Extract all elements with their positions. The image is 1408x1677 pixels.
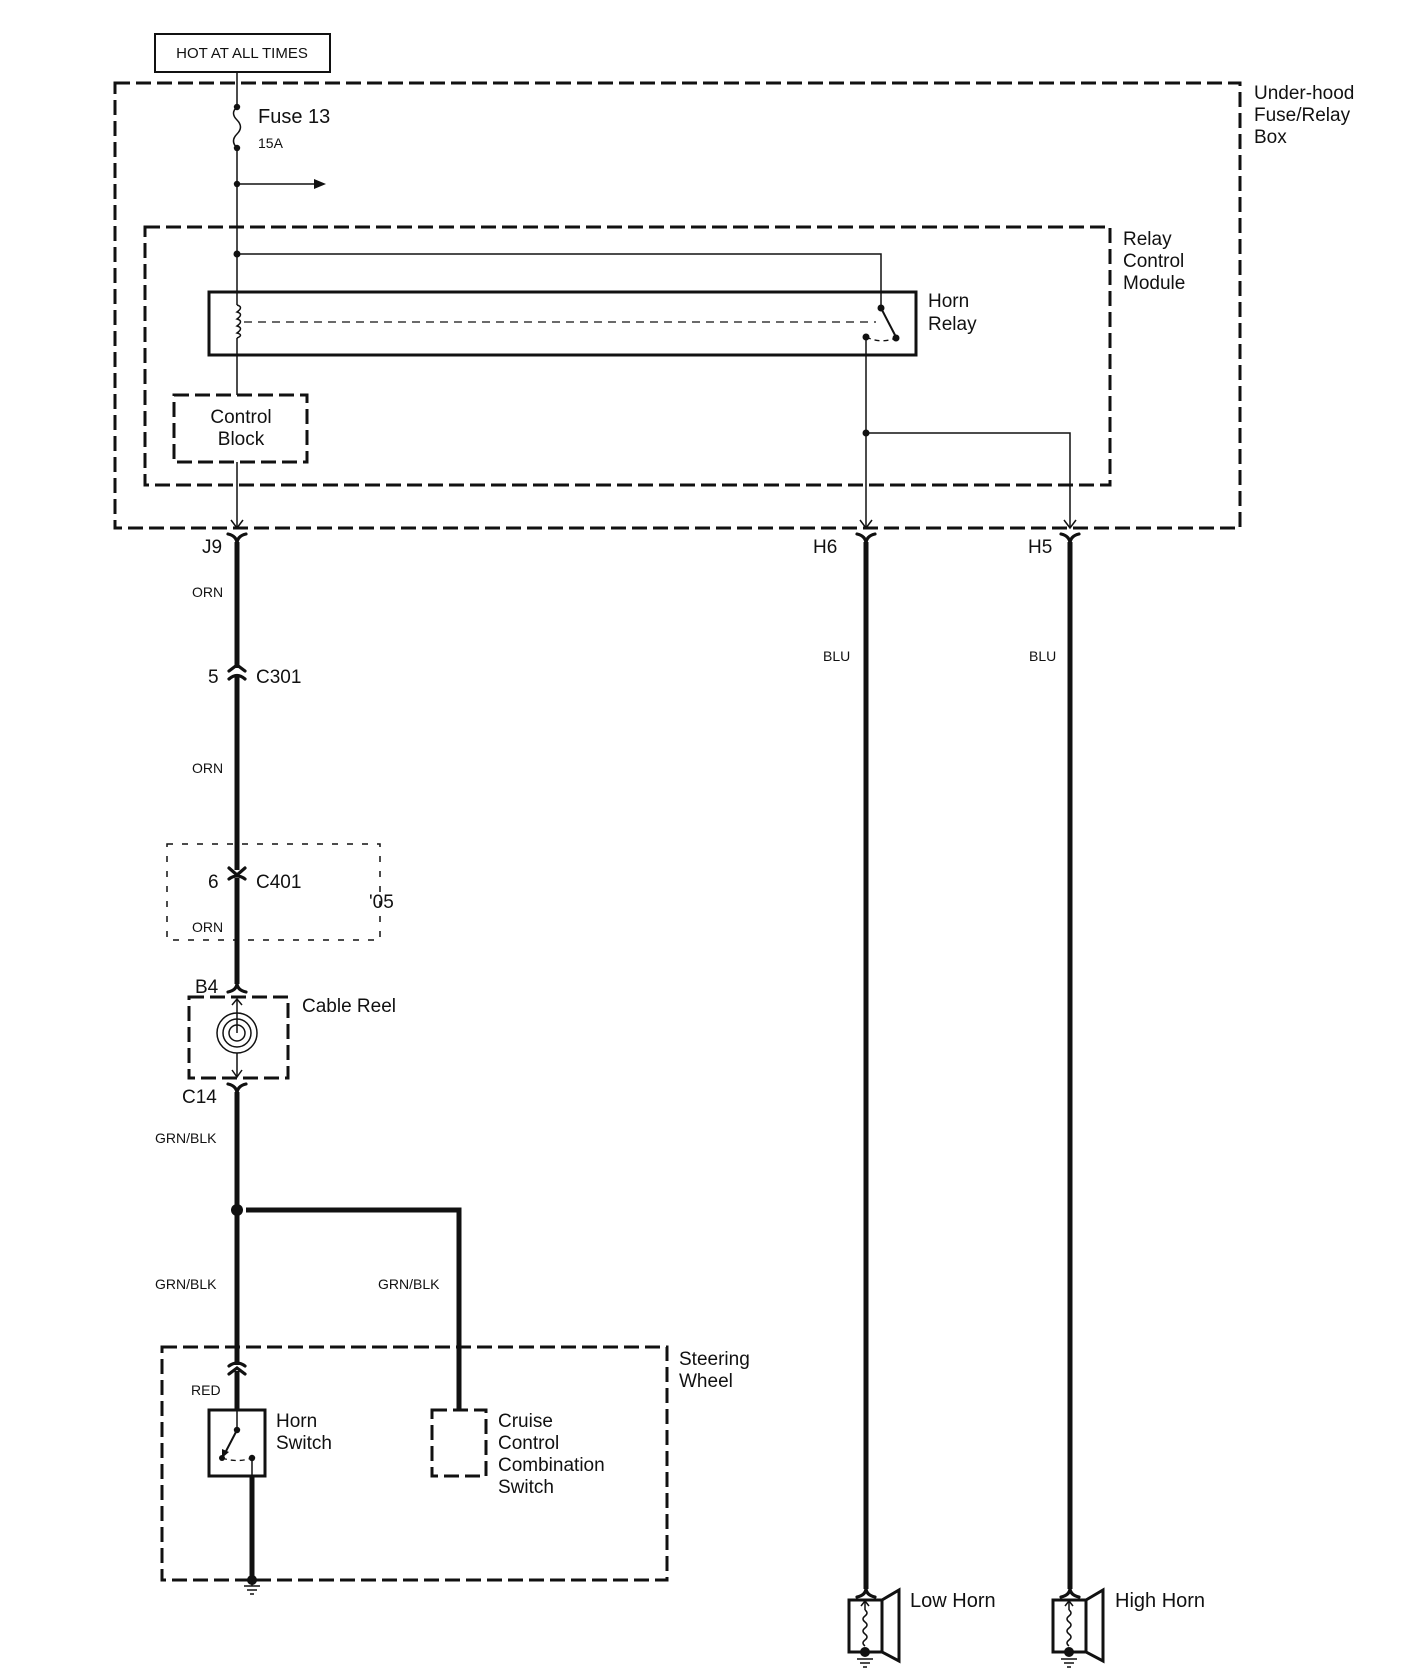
connector-c401-icon: [227, 866, 247, 881]
relay-to-h5-wire: [866, 432, 1071, 527]
horn-switch-label-line-2: Switch: [276, 1433, 332, 1454]
supply-label-box: HOT AT ALL TIMES: [154, 33, 331, 73]
model-year-note: '05: [369, 892, 394, 913]
horn-switch-label-line-1: Horn: [276, 1411, 317, 1432]
wire-color-label: ORN: [192, 584, 223, 600]
connector-h5-label: H5: [1028, 537, 1052, 558]
low-horn-label: Low Horn: [910, 1590, 996, 1612]
underhood-fuse-relay-box: [113, 81, 1242, 530]
ground-icon: [857, 1658, 873, 1668]
connector-b4-label: B4: [195, 977, 219, 998]
relay-control-module: [143, 225, 1112, 487]
horn-relay-label-line-1: Horn: [928, 291, 969, 312]
ground-icon: [244, 1580, 260, 1595]
wire-color-label: BLU: [823, 648, 850, 664]
low-horn-bell-icon: [880, 1587, 901, 1664]
cable-reel-spiral-icon: [216, 997, 258, 1079]
cruise-label-line-3: Combination: [498, 1455, 605, 1476]
connector-c401-label: C401: [256, 872, 301, 893]
wire-junction-cruise: [246, 1207, 462, 1410]
horn-relay: [207, 290, 918, 357]
underhood-label-line-1: Under-hood: [1254, 83, 1354, 104]
rcm-label-line-3: Module: [1123, 273, 1185, 294]
fuse-name: Fuse 13: [258, 106, 330, 128]
supply-label: HOT AT ALL TIMES: [176, 45, 308, 62]
cruise-label-line-4: Switch: [498, 1477, 554, 1498]
low-horn: [847, 1587, 901, 1668]
relay-contact-feed-wire: [237, 253, 882, 308]
wire-color-label: ORN: [192, 760, 223, 776]
connector-c301-icon: [227, 663, 247, 681]
fuse-icon: [232, 106, 242, 149]
wire-color-label: GRN/BLK: [155, 1276, 217, 1292]
underhood-label-line-3: Box: [1254, 127, 1287, 148]
wire-color-label: GRN/BLK: [378, 1276, 440, 1292]
control-block-label-line-2: Block: [218, 429, 265, 450]
connector-h6-label: H6: [813, 537, 837, 558]
cable-reel: [187, 995, 290, 1080]
ground-point: [1064, 1647, 1074, 1657]
arrow-down-icon: [859, 519, 873, 530]
rcm-label-line-2: Control: [1123, 251, 1184, 272]
cruise-control-combination-switch: [430, 1408, 488, 1478]
control-block: [172, 393, 309, 464]
ground-icon: [1061, 1658, 1077, 1668]
horn-relay-label-line-2: Relay: [928, 314, 977, 335]
relay-coil-icon: [235, 304, 242, 339]
high-horn-bell-icon: [1084, 1587, 1105, 1664]
connector-high-horn-icon: [1059, 1586, 1081, 1599]
high-horn-label: High Horn: [1115, 1590, 1205, 1612]
horn-switch-contact-icon: [219, 1410, 256, 1476]
control-block-label-line-1: Control: [210, 407, 271, 428]
connector-low-horn-icon: [855, 1586, 877, 1599]
connector-j9-label: J9: [202, 537, 222, 558]
arrow-down-icon: [1063, 519, 1077, 530]
arrow-right-icon: [314, 179, 326, 189]
supply-box-frame: [154, 33, 331, 73]
wire-color-label: ORN: [192, 919, 223, 935]
model-year-option-box: [166, 843, 381, 941]
underhood-label-line-2: Fuse/Relay: [1254, 105, 1351, 126]
connector-c301-pin: 5: [208, 667, 219, 688]
steering-wheel-label-line-1: Steering: [679, 1349, 750, 1370]
connector-b4-icon: [226, 981, 248, 994]
cruise-label-line-1: Cruise: [498, 1411, 553, 1432]
wire-color-label: BLU: [1029, 648, 1056, 664]
wire-color-label: GRN/BLK: [155, 1130, 217, 1146]
connector-steering-icon: [227, 1361, 247, 1376]
relay-switch-arm: [880, 307, 897, 338]
connector-c401-pin: 6: [208, 872, 219, 893]
wire-color-label: RED: [191, 1382, 221, 1398]
junction-splice: [231, 1204, 243, 1216]
fuse-rating: 15A: [258, 135, 284, 151]
connector-c14-label: C14: [182, 1087, 217, 1108]
steering-wheel-label-line-2: Wheel: [679, 1371, 733, 1392]
connector-c301-label: C301: [256, 667, 301, 688]
cable-reel-label: Cable Reel: [302, 996, 396, 1017]
ground-point: [860, 1647, 870, 1657]
arrow-down-icon: [230, 519, 244, 530]
relay-contact-gap: [865, 336, 897, 342]
cruise-label-line-2: Control: [498, 1433, 559, 1454]
rcm-label-line-1: Relay: [1123, 229, 1172, 250]
steering-wheel-assembly: [160, 1345, 669, 1582]
high-horn: [1051, 1587, 1105, 1668]
